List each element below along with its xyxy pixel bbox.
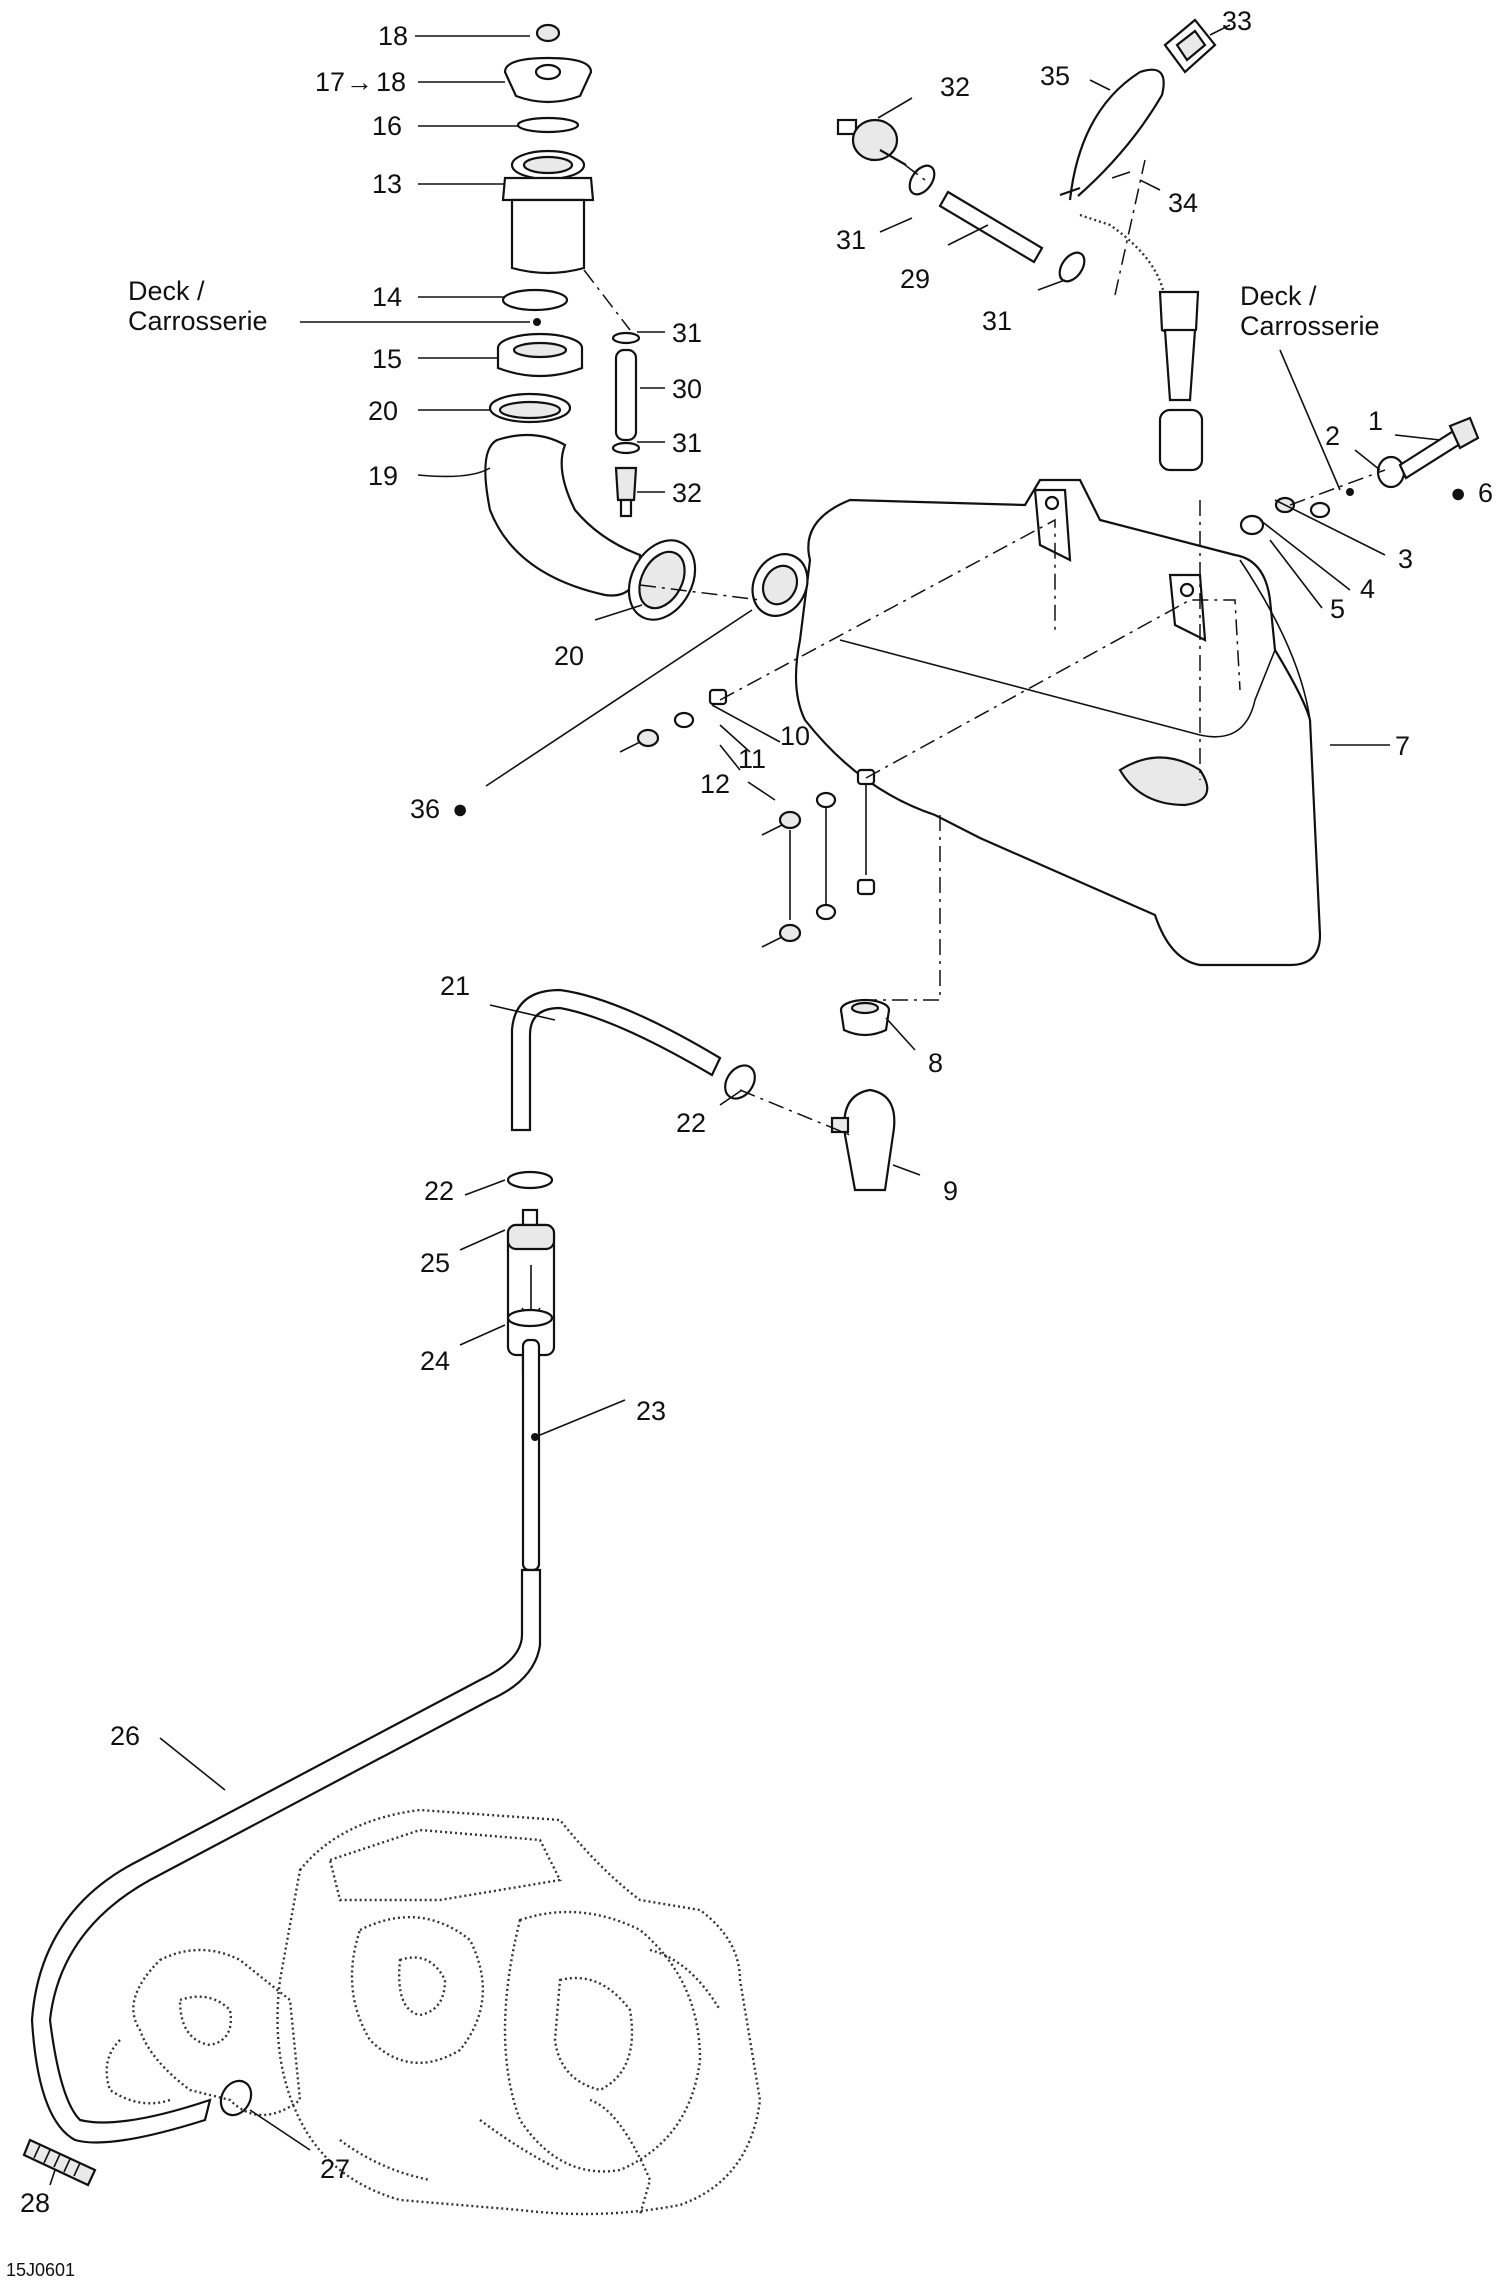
vent-check-valve [836,118,907,166]
callout-14: 14 [372,282,402,312]
callout-23: 23 [636,1396,666,1426]
callout-2: 2 [1325,421,1340,451]
callout-21: 21 [440,971,470,1001]
oil-drop-icon: ● [452,794,468,824]
lower-fuel-line [521,1338,541,1572]
mounting-hardware [619,688,876,948]
tank-filler-nipple [751,553,809,617]
callout-8: 8 [928,1048,943,1078]
filler-cap-knob [503,23,593,134]
filler-gasket [501,288,569,312]
callout-24: 24 [420,1346,450,1376]
filler-neck [501,149,595,275]
callout-18a: 18 [378,21,408,51]
callout-32b: 32 [940,72,970,102]
callout-7: 7 [1395,731,1410,761]
callout-4: 4 [1360,574,1375,604]
right-arrow-icon: → [346,67,373,97]
callout-11: 11 [738,744,766,774]
fuel-pickup-grommet [839,998,891,1037]
callout-20a: 20 [368,396,398,426]
hose-clamp-upper [724,1064,756,1100]
callout-labels: 18 17 → 18 16 13 Deck / Carrosserie 14 1… [6,6,1493,2280]
lower-hose-clamp [627,539,697,621]
filler-hose [484,433,642,597]
fuel-pickup-valve [830,1088,896,1192]
deck-note-right-line1: Deck / [1240,281,1317,311]
assembly-paths [583,159,1386,1136]
upper-fuel-hose [510,988,722,1132]
callout-30: 30 [672,374,702,404]
callout-3: 3 [1398,544,1413,574]
callout-22b: 22 [424,1176,454,1206]
callout-16: 16 [372,111,402,141]
callout-31a: 31 [672,318,702,348]
callout-1: 1 [1368,406,1383,436]
inlet-screen [22,2138,97,2187]
callout-10: 10 [780,721,810,751]
callout-31d: 31 [982,306,1012,336]
callout-27: 27 [320,2154,350,2184]
deck-note-left-line1: Deck / [128,276,205,306]
callout-18b: 18 [376,67,406,97]
callout-26: 26 [110,1721,140,1751]
outlet-clamp [219,2079,253,2117]
deck-note-left-line2: Carrosserie [128,306,268,336]
fuel-sender-connector [1079,213,1204,472]
oil-drop-icon: ● [1450,478,1466,508]
callout-36: 36 [410,794,440,824]
hose-clamp-filter-out [506,1308,554,1328]
callout-34: 34 [1168,188,1198,218]
upper-hose-clamp [488,392,572,424]
tie-wrap [1059,68,1165,201]
callout-6: 6 [1478,478,1493,508]
callout-9: 9 [943,1176,958,1206]
callout-35: 35 [1040,61,1070,91]
figure-code: 15J0601 [6,2260,75,2280]
supply-hose [30,1568,542,2144]
hose-clamp-filter-in [506,1170,554,1190]
callout-5: 5 [1330,594,1345,624]
callout-28: 28 [20,2188,50,2218]
callout-32a: 32 [672,478,702,508]
callout-31b: 31 [672,428,702,458]
callout-19: 19 [368,461,398,491]
callout-15: 15 [372,344,402,374]
callout-33: 33 [1222,6,1252,36]
clamp-top-a [908,164,936,196]
callout-22a: 22 [676,1108,706,1138]
callout-17: 17 [315,67,345,97]
callout-13: 13 [372,169,402,199]
leader-lines [49,24,1441,2186]
fuel-tank [794,478,1322,967]
callout-31c: 31 [836,225,866,255]
clamp-top-b [1058,251,1086,283]
callout-29: 29 [900,264,930,294]
rivet [1111,171,1131,179]
engine-outline [105,1808,762,2216]
tie-wrap-base [1163,18,1217,74]
callout-20b: 20 [554,641,584,671]
deck-note-right-line2: Carrosserie [1240,311,1380,341]
filler-nut [496,332,584,378]
callout-12: 12 [700,769,730,799]
callout-25: 25 [420,1248,450,1278]
vent-hose [938,190,1044,264]
vent-hose-assembly [611,331,641,518]
tank-bolt-stack [1239,416,1480,536]
